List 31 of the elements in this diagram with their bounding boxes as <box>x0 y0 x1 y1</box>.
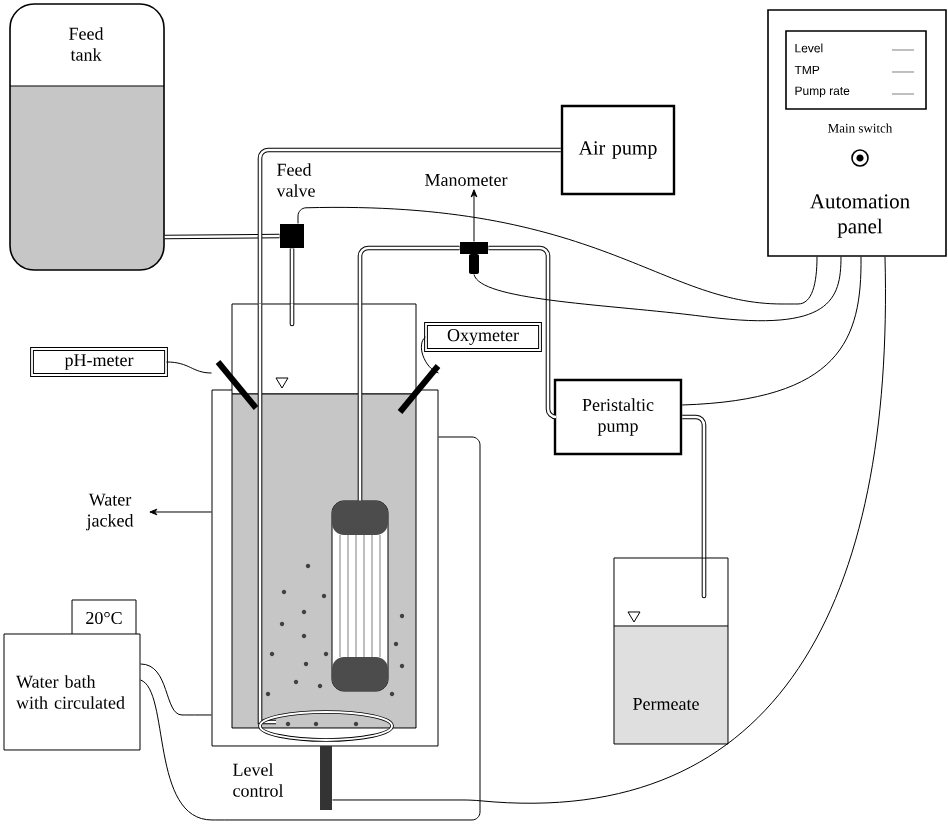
pipe-line <box>357 245 460 501</box>
meter-box: Oxymeter <box>424 322 542 352</box>
pipe-line <box>488 245 559 420</box>
pump-box: Peristaltic pump <box>553 378 683 456</box>
signal-cable <box>420 336 439 374</box>
arrow <box>470 189 478 242</box>
arrow <box>149 508 212 516</box>
air-pump-box: Air pump <box>560 104 676 196</box>
bath-label: Water bath with circulated <box>16 675 125 709</box>
pipe-fitting <box>460 242 488 274</box>
pipe-line <box>164 233 280 240</box>
membrane-module <box>331 500 389 692</box>
device-label: Manometer <box>425 174 508 186</box>
jacket-label: Water jacked <box>86 493 134 531</box>
pipe-line <box>257 147 561 304</box>
valve-label: Feed valve <box>276 163 315 197</box>
tank-label: Feed tank <box>69 27 104 61</box>
pipe-line <box>289 248 295 304</box>
pipe-line <box>682 414 707 558</box>
meter-box: pH-meter <box>30 347 168 377</box>
sensor-label: Level control <box>233 763 284 797</box>
signal-cable <box>297 207 818 305</box>
temperature-display: 20°C <box>71 599 137 637</box>
tank-label: Permeate <box>633 698 699 710</box>
signal-cable <box>681 256 862 406</box>
signal-cable <box>332 256 886 804</box>
signal-cable <box>473 256 842 322</box>
signal-cable <box>140 663 212 716</box>
signal-cable <box>166 361 212 374</box>
panel-label: Automation panel <box>810 194 910 238</box>
signal-cable <box>140 436 481 821</box>
